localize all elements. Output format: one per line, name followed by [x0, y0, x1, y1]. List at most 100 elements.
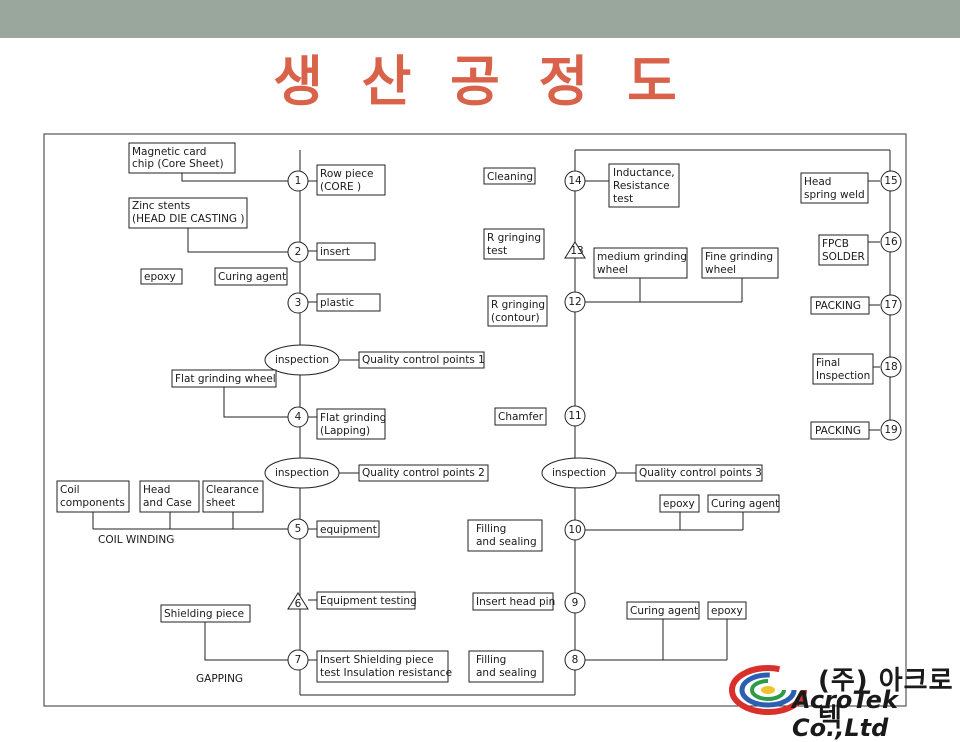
box-flat-grinding-line1: Flat grinding [320, 412, 386, 424]
box-r-gringing-contour-line1: R gringing [491, 299, 545, 311]
box-filling-sealing-8-line2: and sealing [476, 667, 537, 679]
step-number-4: 4 [295, 411, 302, 423]
box-flat-grinding [316, 408, 386, 440]
box-chamfer-label: Chamfer [498, 411, 544, 423]
box-epoxy-r8-label: epoxy [711, 605, 743, 617]
box-curing-agent-left-label: Curing agent [218, 271, 286, 283]
step-circle-18 [880, 356, 902, 378]
box-plastic [316, 293, 381, 312]
box-qc2 [358, 464, 489, 482]
box-inductance [608, 163, 680, 208]
box-fine-grinding [701, 247, 779, 279]
box-final-inspection-line1: Final [816, 357, 840, 369]
step-number-19: 19 [884, 424, 897, 436]
box-insert-shielding-line1: Insert Shielding piece [320, 654, 434, 666]
box-equipment-testing-label: Equipment testing [320, 595, 417, 607]
box-filling-sealing-8 [468, 650, 544, 683]
box-flat-grinding-line2: (Lapping) [320, 425, 370, 437]
inspection-label-1: inspection [275, 354, 329, 366]
box-medium-grinding-line1: medium grinding [597, 251, 687, 263]
box-insert-head-pin [472, 592, 554, 611]
box-epoxy-left [140, 268, 183, 285]
box-inductance-line2: Resistance [613, 180, 670, 192]
step-number-3: 3 [295, 297, 302, 309]
step-circle-11 [564, 405, 586, 427]
box-packing-17-label: PACKING [815, 300, 861, 312]
box-final-inspection-line2: Inspection [816, 370, 870, 382]
coil-winding-label: COIL WINDING [98, 534, 174, 546]
box-epoxy-r10-label: epoxy [663, 498, 695, 510]
step-circle-3 [287, 292, 309, 314]
box-zinc-stents [128, 197, 248, 229]
step-circle-17 [880, 294, 902, 316]
box-head-case-line1: Head [143, 484, 170, 496]
step-number-18: 18 [884, 361, 897, 373]
step-number-5: 5 [295, 523, 302, 535]
box-flat-grinding-wheel-label: Flat grinding wheel [175, 373, 276, 385]
box-head-spring-line2: spring weld [804, 189, 865, 201]
box-row-piece-line2: (CORE ) [320, 181, 361, 193]
box-head-spring-line1: Head [804, 176, 831, 188]
box-qc1-label: Quality control points 1 [362, 354, 485, 366]
box-head-case-line2: and Case [143, 497, 192, 509]
box-insert-head-pin-label: Insert head pin [476, 596, 555, 608]
step-number-16: 16 [884, 236, 898, 248]
step-number-8: 8 [572, 654, 579, 666]
box-fpcb-solder [818, 234, 869, 266]
company-name-korean: (주) 아크로텍 [818, 666, 954, 733]
step-circle-19 [880, 419, 902, 441]
box-zinc-stents-line1: Zinc stents [132, 200, 190, 212]
inspection-label-3: inspection [552, 467, 606, 479]
box-row-piece [316, 164, 386, 196]
box-curing-agent-r10-label: Curing agent [711, 498, 779, 510]
box-medium-grinding [593, 247, 688, 279]
box-curing-agent-r8-label: Curing agent [630, 605, 698, 617]
box-filling-sealing-8-line1: Filling [476, 654, 506, 666]
header-bar [0, 0, 960, 38]
box-filling-sealing-10-line2: and sealing [476, 536, 537, 548]
box-cleaning [483, 167, 536, 185]
step-number-14: 14 [568, 175, 582, 187]
box-fine-grinding-line1: Fine grinding [705, 251, 773, 263]
box-r-gringing-contour [487, 295, 548, 327]
box-clearance-sheet-line2: sheet [206, 497, 235, 509]
box-inductance-line3: test [613, 193, 633, 205]
step-number-17: 17 [884, 299, 897, 311]
box-cleaning-label: Cleaning [487, 171, 533, 183]
box-r-gringing-test-line2: test [487, 245, 507, 257]
box-zinc-stents-line2: (HEAD DIE CASTING ) [132, 213, 245, 225]
box-clearance-sheet [202, 480, 264, 513]
step-number-7: 7 [295, 654, 302, 666]
step-triangle-6 [287, 592, 309, 610]
step-number-9: 9 [572, 597, 579, 609]
box-coil-components-line2: components [60, 497, 125, 509]
box-fpcb-solder-line1: FPCB [822, 238, 849, 250]
box-medium-grinding-line2: wheel [597, 264, 628, 276]
step-number-12: 12 [568, 296, 581, 308]
box-insert [316, 242, 376, 261]
box-filling-sealing-10-line1: Filling [476, 523, 506, 535]
box-fine-grinding-line2: wheel [705, 264, 736, 276]
step-circle-9 [564, 592, 586, 614]
box-insert-shielding-line2: test Insulation resistance [320, 667, 452, 679]
box-filling-sealing-10 [467, 519, 543, 552]
gapping-label: GAPPING [196, 673, 243, 685]
box-insert-shielding [316, 650, 449, 683]
step-number-6: 6 [295, 598, 302, 610]
box-r-gringing-test-line1: R gringing [487, 232, 541, 244]
process-flow-diagram: Magnetic card chip (Core Sheet) Zinc ste… [43, 133, 907, 707]
step-circle-2 [287, 241, 309, 263]
box-insert-label: insert [320, 246, 350, 258]
box-r-gringing-test [483, 228, 545, 260]
box-chamfer [494, 407, 547, 426]
box-magnetic-card [128, 142, 236, 174]
step-number-15: 15 [884, 175, 897, 187]
box-qc3 [635, 464, 763, 482]
box-head-case [139, 480, 200, 513]
inspection-label-2: inspection [275, 467, 329, 479]
step-number-2: 2 [295, 246, 302, 258]
box-clearance-sheet-line1: Clearance [206, 484, 259, 496]
box-qc1 [358, 351, 485, 369]
company-name-english: AcroTek Co.,Ltd [792, 686, 898, 742]
box-epoxy-left-label: epoxy [144, 271, 176, 283]
